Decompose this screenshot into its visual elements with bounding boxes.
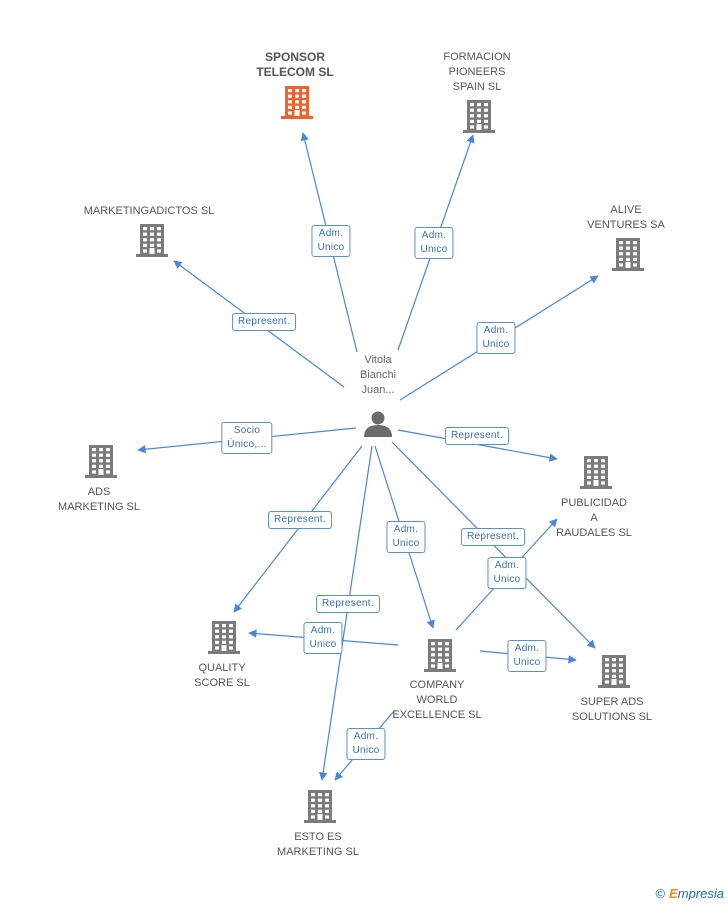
edge-label-center-marketingadictos[interactable]: Represent. <box>232 313 296 331</box>
copyright-symbol: © <box>655 886 666 901</box>
brand-logo-text: mpresia <box>677 886 724 901</box>
edge-label-company-quality[interactable]: Adm. Unico <box>303 622 343 654</box>
building-icon-formacion[interactable] <box>463 100 495 133</box>
company-label-superads[interactable]: SUPER ADS SOLUTIONS SL <box>571 696 653 723</box>
building-icon-quality[interactable] <box>208 621 240 654</box>
building-icon-superads[interactable] <box>598 655 630 688</box>
building-icon-ads[interactable] <box>85 445 117 478</box>
edge-label-company-esto[interactable]: Adm. Unico <box>346 728 386 760</box>
edge-label-center-superads[interactable]: Represent. <box>461 528 525 546</box>
building-icon-alive[interactable] <box>612 238 644 271</box>
company-label-publicidad[interactable]: PUBLICIDAD A RAUDALES SL <box>556 497 632 539</box>
company-label-company[interactable]: COMPANY WORLD EXCELLENCE SL <box>392 679 482 721</box>
edge-label-center-ads[interactable]: Socio Único,... <box>221 422 273 454</box>
company-label-ads[interactable]: ADS MARKETING SL <box>58 486 140 513</box>
brand-footer: ©Empresia <box>655 886 724 901</box>
edge-label-center-alive[interactable]: Adm. Unico <box>476 322 516 354</box>
company-label-formacion[interactable]: FORMACION PIONEERS SPAIN SL <box>443 51 511 93</box>
person-name-label[interactable]: Vitola Bianchi Juan... <box>359 354 397 396</box>
edge-center-to-quality <box>233 445 363 613</box>
edge-label-company-superads[interactable]: Adm. Unico <box>507 640 547 672</box>
edge-label-company-publicidad[interactable]: Adm. Unico <box>487 557 527 589</box>
company-label-marketingadictos[interactable]: MARKETINGADICTOS SL <box>83 205 215 217</box>
edge-label-center-sponsor[interactable]: Adm. Unico <box>311 225 351 257</box>
edge-center-to-esto <box>318 445 373 781</box>
building-icon-esto[interactable] <box>304 790 336 823</box>
edge-label-center-esto[interactable]: Represent. <box>316 595 380 613</box>
brand-logo-e: E <box>669 886 678 901</box>
building-icon-publicidad[interactable] <box>580 456 612 489</box>
company-label-alive[interactable]: ALIVE VENTURES SA <box>587 204 665 231</box>
company-label-esto[interactable]: ESTO ES MARKETING SL <box>277 831 359 858</box>
company-label-sponsor[interactable]: SPONSOR TELECOM SL <box>256 50 334 79</box>
edge-label-center-formacion[interactable]: Adm. Unico <box>414 227 454 259</box>
building-icon-company[interactable] <box>424 639 456 672</box>
person-icon[interactable] <box>364 411 392 438</box>
edge-label-center-quality[interactable]: Represent. <box>268 511 332 529</box>
edge-label-center-publicidad[interactable]: Represent. <box>445 427 509 445</box>
building-icon-marketingadictos[interactable] <box>136 224 168 257</box>
building-icon-sponsor[interactable] <box>281 86 313 119</box>
edge-label-center-company[interactable]: Adm. Unico <box>386 521 426 553</box>
company-label-quality[interactable]: QUALITY SCORE SL <box>194 662 250 689</box>
